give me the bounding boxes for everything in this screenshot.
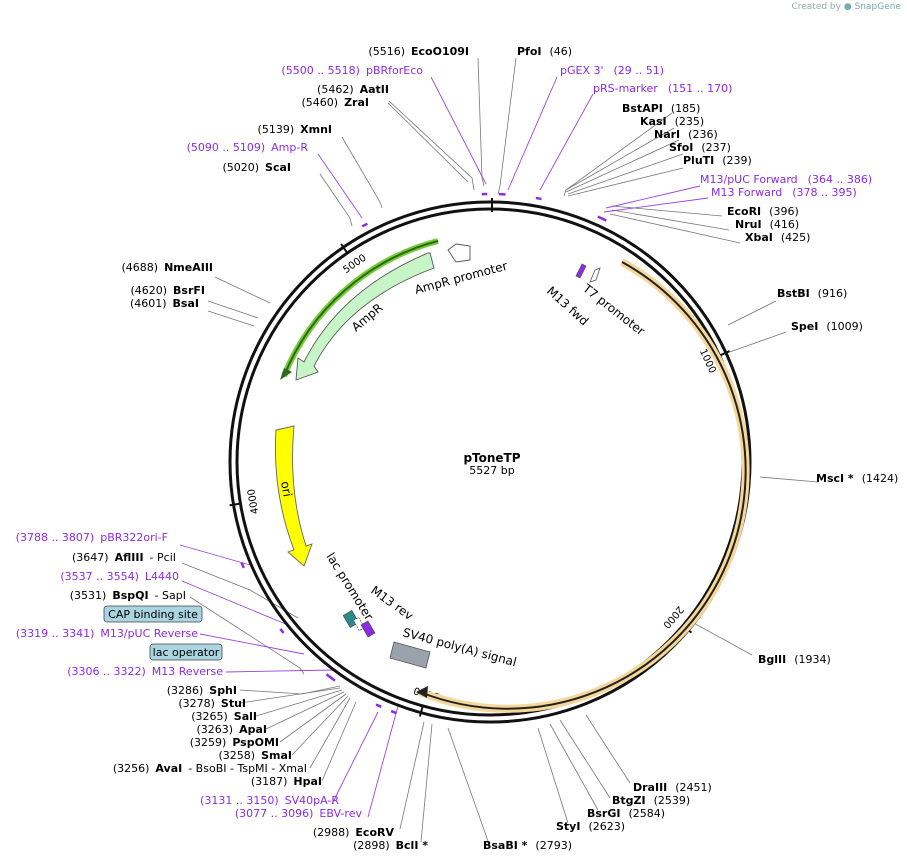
ruler-tick-label: 4000 xyxy=(246,488,261,515)
enzyme-bspqi: (3531)BspQI- SapI xyxy=(70,589,186,602)
feature-label-t7-promoter: T7 promoter xyxy=(579,281,647,339)
enzyme-bcli: (2898)BclI * xyxy=(353,839,428,852)
sv40-polya-box xyxy=(389,641,431,669)
enzyme-aatii: (5462)AatII xyxy=(317,83,389,96)
credit-prefix: Created by xyxy=(791,2,841,12)
ruler-tick-mark xyxy=(418,704,425,717)
feature-label-m13-rev: M13 rev xyxy=(368,583,416,623)
primer-binding-mark xyxy=(361,222,368,228)
enzyme-bsrgi: BsrGI(2584) xyxy=(587,807,665,820)
enzyme-ecoo109i: (5516)EcoO109I xyxy=(368,45,469,58)
cap-binding-site-label: CAP binding site xyxy=(103,605,203,623)
primer-pbr322ori-f: (3788 .. 3807)pBR322ori-F xyxy=(16,531,168,544)
plasmid-name: pToneTP xyxy=(463,451,520,465)
enzyme-bsrfi: (4620)BsrFI xyxy=(130,284,205,297)
primer-binding-mark xyxy=(330,676,336,682)
enzyme-zrai: (5460)ZraI xyxy=(302,96,370,109)
feature-label-ori: ori xyxy=(278,480,294,498)
enzyme-xmni: (5139)XmnI xyxy=(258,123,332,136)
lac-operator-label: lac operator xyxy=(149,643,223,661)
enzyme-btgzi: BtgZI(2539) xyxy=(612,794,690,807)
ampr-arrowhead-icon xyxy=(280,368,292,380)
primer-prs-marker: pRS-marker(151 .. 170) xyxy=(593,82,732,95)
created-by-credit: Created by ● SnapGene xyxy=(791,2,901,12)
insert-feature xyxy=(416,258,750,713)
enzyme-spei: SpeI(1009) xyxy=(791,320,863,333)
enzyme-draiii: DraIII(2451) xyxy=(633,781,712,794)
primer-m13puc-forward: M13/pUC Forward(364 .. 386) xyxy=(700,173,872,186)
primer-m13-reverse: (3306 .. 3322)M13 Reverse xyxy=(67,665,223,678)
primer-binding-mark xyxy=(601,217,607,222)
t7-promoter-arrow xyxy=(589,267,601,283)
primer-l4440: (3537 .. 3554)L4440 xyxy=(60,570,179,583)
enzyme-xbai: XbaI(425) xyxy=(745,231,810,244)
enzyme-bsabi: BsaBI *(2793) xyxy=(483,839,572,852)
enzyme-pfoi: PfoI(46) xyxy=(517,45,572,58)
enzyme-pspomi: (3259)PspOMI xyxy=(190,736,279,749)
primer-sv40pa-r: (3131 .. 3150)SV40pA-R xyxy=(200,794,339,807)
primer-amp-r: (5090 .. 5109)Amp-R xyxy=(187,141,309,154)
ruler-tick-mark xyxy=(718,350,730,357)
enzyme-ecorv: (2988)EcoRV xyxy=(313,826,395,839)
m13-rev-box xyxy=(360,620,376,638)
enzyme-hpai: (3187)HpaI xyxy=(251,775,322,788)
m13-fwd-arrow xyxy=(575,263,587,279)
snapgene-logo-icon: ● xyxy=(843,2,852,12)
enzyme-scai: (5020)ScaI xyxy=(222,161,291,174)
lac-promoter-box xyxy=(342,610,360,628)
primer-binding-mark xyxy=(375,703,382,709)
enzyme-sfoi: SfoI(237) xyxy=(669,141,731,154)
enzyme-pluti: PluTI(239) xyxy=(683,154,752,167)
enzyme-labels: (5516)EcoO109I PfoI(46) (5462)AatII (546… xyxy=(70,45,899,852)
enzyme-nari: NarI(236) xyxy=(654,128,718,141)
lac-operator-text: lac operator xyxy=(153,646,220,659)
primer-binding-mark xyxy=(279,628,285,634)
enzyme-sali: (3265)SalI xyxy=(191,710,257,723)
plasmid-length: 5527 bp xyxy=(469,464,514,477)
insert-arrowhead-icon xyxy=(416,686,428,698)
enzyme-nrui: NruI(416) xyxy=(735,218,799,231)
cap-binding-site-text: CAP binding site xyxy=(108,608,198,621)
enzyme-sphi: (3286)SphI xyxy=(167,684,237,697)
enzyme-bsai: (4601)BsaI xyxy=(130,297,199,310)
enzyme-smai: (3258)SmaI xyxy=(219,749,292,762)
primer-binding-marks xyxy=(240,192,607,715)
primer-pbrforeco: (5500 .. 5518)pBRforEco xyxy=(281,64,423,77)
primer-labels: (5500 .. 5518)pBRforEco pGEX 3'(29 .. 51… xyxy=(16,64,873,820)
ampr-arc-core xyxy=(283,240,439,377)
primer-connector-lines xyxy=(179,76,709,818)
primer-m13puc-reverse: (3319 .. 3341)M13/pUC Reverse xyxy=(16,627,198,640)
enzyme-styi: StyI(2623) xyxy=(556,820,625,833)
primer-binding-mark xyxy=(240,562,245,569)
ori-arrow xyxy=(274,425,313,567)
ampr-gene-arrow xyxy=(295,252,435,381)
ruler-tick-mark xyxy=(229,502,242,507)
primer-binding-mark xyxy=(535,196,542,201)
primer-pgex3: pGEX 3'(29 .. 51) xyxy=(560,64,664,77)
primer-ebv-rev: (3077 .. 3096)EBV-rev xyxy=(235,807,363,820)
enzyme-bstbi: BstBI(916) xyxy=(777,287,847,300)
credit-brand: SnapGene xyxy=(854,2,901,12)
primer-m13-forward: M13 Forward(378 .. 395) xyxy=(711,186,857,199)
enzyme-msci: MscI *(1424) xyxy=(816,472,898,485)
ampr-promoter-arrow xyxy=(447,243,471,263)
enzyme-avai: (3256)AvaI- BsoBI - TspMI - XmaI xyxy=(113,762,307,775)
enzyme-bstapi: BstAPI(185) xyxy=(622,102,700,115)
primer-binding-mark xyxy=(390,709,397,715)
enzyme-ecori: EcoRI(396) xyxy=(727,205,799,218)
ruler-tick-mark xyxy=(340,243,349,255)
insert-arc xyxy=(419,261,747,710)
enzyme-kasi: KasI(235) xyxy=(640,115,704,128)
enzyme-apai: (3263)ApaI xyxy=(197,723,267,736)
primer-binding-mark xyxy=(325,673,333,680)
backbone-outer-ring xyxy=(228,200,752,724)
label-connector-lines xyxy=(181,57,819,843)
enzyme-stui: (3278)StuI xyxy=(178,697,246,710)
enzyme-nmeaiii: (4688)NmeAIII xyxy=(122,261,214,274)
enzyme-afliii: (3647)AflIII- PciI xyxy=(72,551,176,564)
lac-operator-box xyxy=(352,616,366,632)
ampr-feature xyxy=(280,238,471,381)
enzyme-bglii: BglII(1934) xyxy=(758,653,831,666)
